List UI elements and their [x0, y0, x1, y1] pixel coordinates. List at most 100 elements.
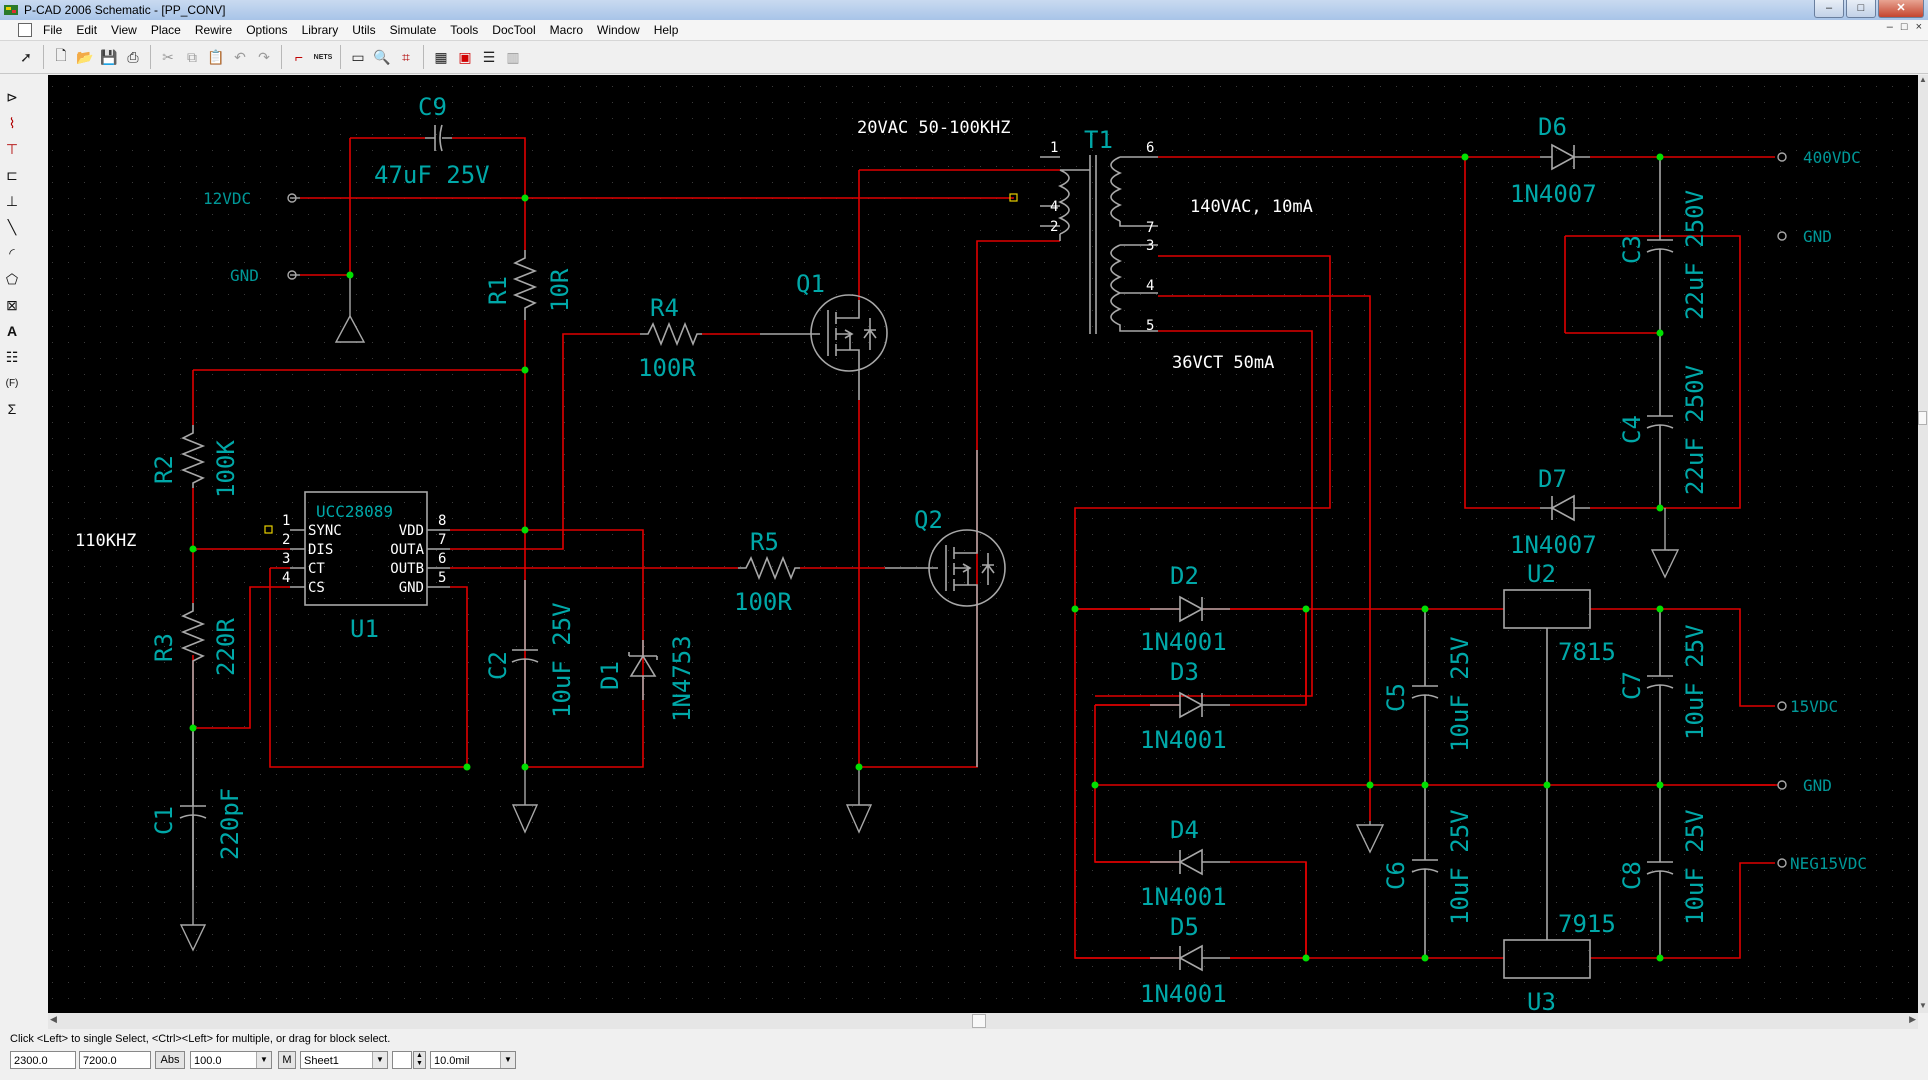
- t1-secondary-lv[interactable]: [1110, 244, 1158, 332]
- t1-secondary-hv[interactable]: [1110, 156, 1158, 227]
- d3-symbol[interactable]: [1150, 691, 1230, 719]
- d7-symbol[interactable]: [1540, 494, 1590, 522]
- vertical-scrollbar[interactable]: ▲ ▼: [1918, 75, 1928, 1013]
- place-diagonal-tool-icon[interactable]: ╲: [7, 218, 17, 235]
- paste-icon[interactable]: 📋: [207, 48, 225, 65]
- port-12vdc-pin[interactable]: [287, 193, 297, 203]
- grid-icon[interactable]: ▦: [434, 48, 448, 65]
- copy-icon[interactable]: ⧉: [187, 48, 197, 65]
- save-file-icon[interactable]: 💾: [100, 48, 118, 65]
- menu-options[interactable]: Options: [246, 23, 288, 37]
- c8-symbol[interactable]: [1646, 785, 1674, 958]
- q1-body[interactable]: [810, 294, 888, 372]
- place-text-tool-icon[interactable]: A: [6, 323, 18, 339]
- x-coordinate-field[interactable]: 2300.0: [10, 1051, 76, 1069]
- d5-symbol[interactable]: [1150, 944, 1230, 972]
- r2-symbol[interactable]: [180, 425, 206, 488]
- port-gnd-left-pin[interactable]: [287, 270, 297, 280]
- c6-symbol[interactable]: [1411, 785, 1439, 958]
- place-polygon-tool-icon[interactable]: ⬠: [5, 270, 19, 287]
- scroll-down-arrow-icon[interactable]: ▼: [1919, 1001, 1927, 1010]
- place-wire-tool-icon[interactable]: ⌇: [8, 114, 16, 131]
- abs-toggle-button[interactable]: Abs: [155, 1051, 185, 1069]
- schematic-canvas[interactable]: 12VDC GND 400VDC GND 15VDC GND NEG15VDC: [48, 75, 1918, 1013]
- wire-tool-icon[interactable]: ⌗: [402, 48, 410, 65]
- cut-icon[interactable]: ✂: [162, 48, 174, 65]
- r3-symbol[interactable]: [180, 603, 206, 666]
- sigma-icon[interactable]: Σ: [7, 401, 17, 417]
- port-gnd-right2-pin[interactable]: [1777, 780, 1787, 790]
- place-ieee-tool-icon[interactable]: (F): [5, 377, 19, 389]
- menu-help[interactable]: Help: [653, 23, 679, 37]
- d2-symbol[interactable]: [1150, 595, 1230, 623]
- menu-macro[interactable]: Macro: [549, 23, 583, 37]
- scroll-left-arrow-icon[interactable]: ◀: [50, 1014, 57, 1024]
- place-attribute-tool-icon[interactable]: ☷: [5, 348, 19, 365]
- q2-symbol[interactable]: [885, 493, 995, 650]
- menu-library[interactable]: Library: [301, 23, 339, 37]
- netlist-icon[interactable]: NETS: [313, 53, 333, 61]
- c9-symbol[interactable]: [425, 124, 452, 152]
- c1-symbol[interactable]: [179, 666, 207, 890]
- scroll-up-arrow-icon[interactable]: ▲: [1919, 75, 1927, 84]
- properties-icon[interactable]: ☰: [482, 48, 496, 65]
- c2-symbol[interactable]: [511, 580, 539, 767]
- layers-icon[interactable]: ▣: [458, 48, 472, 65]
- place-arc-tool-icon[interactable]: ◜: [9, 244, 15, 261]
- maximize-button[interactable]: □: [1846, 0, 1876, 18]
- place-port-tool-icon[interactable]: ⊏: [6, 166, 18, 183]
- y-coordinate-field[interactable]: 7200.0: [79, 1051, 151, 1069]
- layer-color-box[interactable]: [392, 1051, 412, 1069]
- menu-utils[interactable]: Utils: [352, 23, 376, 37]
- menu-tools[interactable]: Tools: [450, 23, 479, 37]
- d1-symbol[interactable]: [628, 640, 658, 700]
- c3-symbol[interactable]: [1646, 157, 1674, 333]
- menu-doctool[interactable]: DocTool: [492, 23, 536, 37]
- menu-rewire[interactable]: Rewire: [194, 23, 233, 37]
- d4-symbol[interactable]: [1150, 848, 1230, 876]
- mdi-restore-button[interactable]: □: [1900, 21, 1908, 33]
- menu-file[interactable]: File: [43, 23, 63, 37]
- place-bus-tool-icon[interactable]: ⊤: [5, 140, 19, 157]
- minimize-button[interactable]: –: [1814, 0, 1844, 18]
- r4-symbol[interactable]: [640, 321, 702, 347]
- port-400vdc-pin[interactable]: [1777, 152, 1787, 162]
- place-line-tool-icon[interactable]: ⊥: [5, 192, 19, 209]
- redo-icon[interactable]: ↷: [258, 48, 270, 65]
- c7-symbol[interactable]: [1646, 609, 1674, 785]
- menu-edit[interactable]: Edit: [76, 23, 98, 37]
- place-part-icon[interactable]: ⌐: [294, 49, 304, 65]
- close-button[interactable]: ✕: [1878, 0, 1924, 18]
- redraw-icon[interactable]: ▥: [506, 48, 520, 65]
- vertical-scroll-thumb[interactable]: [1918, 411, 1927, 425]
- t1-primary-coil[interactable]: [1058, 169, 1090, 241]
- port-neg15vdc-pin[interactable]: [1777, 858, 1787, 868]
- new-file-icon[interactable]: 🗋: [55, 47, 67, 63]
- r5-symbol[interactable]: [738, 555, 800, 581]
- horizontal-scroll-thumb[interactable]: [972, 1014, 986, 1028]
- width-select[interactable]: 10.0mil▼: [430, 1051, 516, 1069]
- place-field-tool-icon[interactable]: ⊠: [6, 296, 18, 313]
- horizontal-scrollbar[interactable]: ◀ ▶: [48, 1013, 1918, 1029]
- view-extents-icon[interactable]: ▭: [351, 48, 365, 65]
- port-15vdc-pin[interactable]: [1777, 701, 1787, 711]
- open-file-icon[interactable]: 📂: [76, 48, 94, 65]
- m-button[interactable]: M: [278, 1051, 296, 1069]
- layer-spinner[interactable]: ▲▼: [413, 1051, 426, 1069]
- mdi-minimize-button[interactable]: –: [1886, 21, 1893, 33]
- mdi-close-button[interactable]: ×: [1915, 21, 1922, 33]
- menu-simulate[interactable]: Simulate: [389, 23, 437, 37]
- scroll-right-arrow-icon[interactable]: ▶: [1909, 1014, 1916, 1024]
- zoom-select[interactable]: 100.0▼: [190, 1051, 272, 1069]
- select-arrow-icon[interactable]: ➚: [20, 48, 32, 65]
- menu-place[interactable]: Place: [150, 23, 181, 37]
- menu-window[interactable]: Window: [597, 23, 640, 37]
- c5-symbol[interactable]: [1411, 609, 1439, 785]
- c4-symbol[interactable]: [1646, 333, 1674, 508]
- d6-symbol[interactable]: [1540, 143, 1590, 171]
- menu-view[interactable]: View: [111, 23, 137, 37]
- undo-icon[interactable]: ↶: [234, 48, 246, 65]
- port-gnd-right1-pin[interactable]: [1777, 231, 1787, 241]
- q1-symbol[interactable]: [760, 300, 877, 400]
- document-icon[interactable]: [18, 23, 32, 37]
